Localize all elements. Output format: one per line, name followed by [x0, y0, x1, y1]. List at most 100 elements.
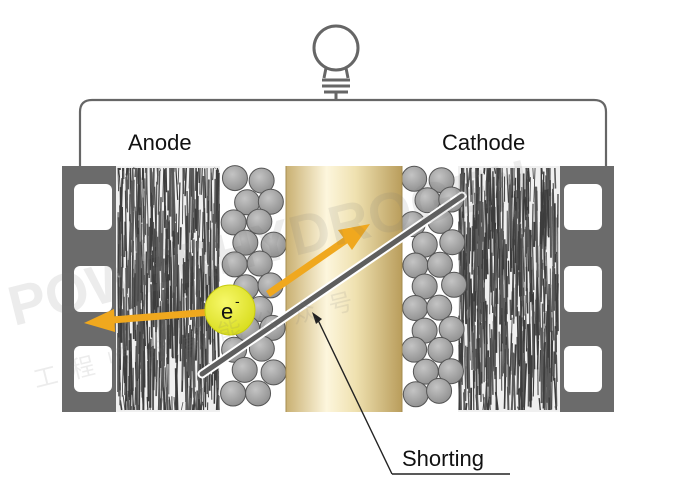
fiber: [465, 234, 468, 257]
fiber: [546, 304, 550, 368]
fiber: [159, 208, 163, 263]
fiber: [549, 367, 552, 411]
fiber: [168, 221, 171, 281]
fiber: [488, 398, 491, 411]
fiber: [131, 167, 135, 208]
fiber: [536, 270, 540, 340]
fiber: [162, 258, 165, 288]
fiber: [129, 389, 132, 411]
fiber: [524, 229, 527, 258]
fiber: [519, 387, 523, 411]
fiber: [463, 329, 466, 391]
catalyst-particle: [439, 229, 466, 256]
fiber: [551, 284, 555, 341]
fiber: [157, 170, 161, 215]
fiber: [543, 181, 546, 229]
catalyst-particle: [402, 381, 429, 408]
electron-charge-label: -: [235, 293, 240, 309]
fiber: [535, 299, 537, 323]
fiber: [555, 283, 559, 323]
fiber: [184, 167, 188, 197]
external-circuit-wire: [78, 98, 608, 168]
fiber: [134, 387, 136, 411]
fiber: [185, 362, 188, 411]
catalyst-particle: [246, 250, 273, 277]
catalyst-particle: [441, 271, 468, 298]
fiber: [458, 341, 461, 366]
catalyst-particle: [411, 273, 438, 300]
catalyst-particle: [426, 377, 453, 404]
fiber: [126, 259, 129, 294]
fiber: [202, 211, 204, 243]
fiber: [535, 320, 538, 356]
fiber: [502, 284, 505, 363]
fiber: [492, 321, 496, 380]
catalyst-particle: [231, 356, 258, 383]
fiber: [163, 272, 166, 340]
fiber: [139, 182, 142, 208]
fiber: [496, 226, 499, 294]
shorting-path: [197, 191, 467, 379]
fiber: [198, 209, 201, 238]
fiber: [516, 224, 520, 286]
fiber: [165, 167, 168, 193]
fiber: [213, 178, 217, 224]
fiber: [173, 245, 177, 287]
fiber: [139, 205, 142, 286]
fiber: [545, 252, 549, 310]
fiber: [553, 377, 558, 411]
fiber: [161, 345, 165, 388]
catalyst-particle: [427, 336, 454, 363]
fiber: [556, 354, 558, 382]
fiber: [526, 210, 529, 247]
fiber: [166, 387, 169, 411]
fiber: [513, 344, 517, 376]
fiber: [493, 242, 497, 316]
fiber: [191, 192, 194, 231]
fiber: [488, 357, 491, 398]
fiber: [463, 389, 466, 411]
anode-gas-diffusion-layer: [116, 166, 222, 412]
fiber: [134, 167, 137, 178]
fiber: [494, 391, 499, 411]
fiber: [491, 273, 494, 306]
fiber: [175, 167, 179, 200]
fiber: [136, 329, 140, 379]
fiber: [127, 222, 132, 289]
fiber: [514, 177, 517, 206]
fiber: [159, 167, 162, 171]
fiber: [469, 167, 473, 170]
catalyst-particle: [220, 209, 247, 236]
fiber: [117, 244, 120, 274]
catalyst-particle: [246, 208, 273, 235]
fiber: [485, 365, 488, 411]
fiber: [520, 386, 524, 411]
fiber: [490, 329, 494, 395]
fiber: [477, 265, 479, 312]
fiber: [518, 224, 521, 271]
fiber: [175, 374, 179, 411]
fiber: [543, 256, 546, 279]
light-bulb-icon: [312, 24, 360, 100]
fiber: [506, 321, 509, 353]
fiber: [213, 328, 217, 381]
fiber: [473, 320, 476, 358]
fiber: [132, 268, 134, 308]
fiber: [191, 314, 195, 371]
fiber: [150, 284, 153, 338]
fiber: [547, 357, 550, 398]
fiber: [486, 182, 490, 260]
fiber: [532, 221, 536, 247]
fiber: [151, 250, 154, 286]
fiber: [512, 374, 516, 411]
fiber: [167, 324, 170, 365]
fiber: [162, 167, 165, 203]
fiber: [197, 329, 201, 400]
fiber: [533, 167, 536, 203]
fiber: [523, 363, 528, 411]
cathode-catalyst-layer: [399, 165, 468, 412]
fiber: [471, 214, 475, 267]
fiber: [161, 233, 164, 277]
membrane: [286, 166, 402, 412]
